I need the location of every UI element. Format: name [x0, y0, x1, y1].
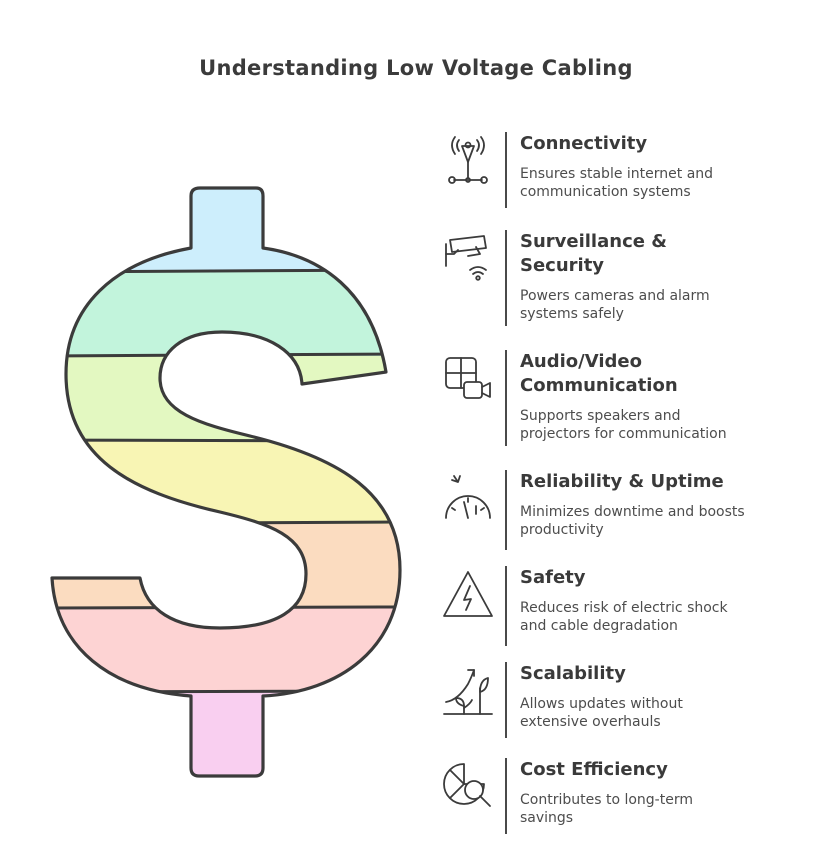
growth-plant-icon	[440, 662, 496, 718]
divider-line	[505, 662, 507, 738]
item-title: Audio/Video Communication	[520, 351, 678, 396]
antenna-network-icon	[440, 132, 496, 188]
item-description: Powers cameras and alarm systems safely	[520, 288, 710, 322]
divider-line	[505, 470, 507, 550]
pie-chart-magnifier-icon	[440, 758, 496, 814]
item-title: Cost Efficiency	[520, 759, 668, 780]
item-title: Scalability	[520, 663, 626, 684]
item-description: Ensures stable internet and communicatio…	[520, 166, 714, 200]
item-description: Minimizes downtime and boosts productivi…	[520, 504, 745, 538]
speedometer-icon	[440, 470, 496, 526]
security-camera-wifi-icon	[440, 230, 496, 286]
item-description: Allows updates without extensive overhau…	[520, 696, 683, 730]
item-title: Connectivity	[520, 133, 648, 154]
item-title: Reliability & Uptime	[520, 471, 724, 492]
item-title: Surveillance & Security	[520, 231, 667, 276]
high-voltage-warning-icon	[440, 566, 496, 622]
video-conference-icon	[440, 350, 496, 406]
divider-line	[505, 566, 507, 646]
item-title: Safety	[520, 567, 586, 588]
diagram-title: Understanding Low Voltage Cabling	[199, 56, 633, 80]
divider-line	[505, 132, 507, 208]
item-description: Contributes to long-term savings	[520, 792, 693, 826]
divider-line	[505, 230, 507, 326]
dollar-sign-illustration	[50, 186, 402, 778]
item-description: Reduces risk of electric shock and cable…	[520, 600, 728, 634]
divider-line	[505, 350, 507, 446]
item-description: Supports speakers and projectors for com…	[520, 408, 727, 442]
divider-line	[505, 758, 507, 834]
